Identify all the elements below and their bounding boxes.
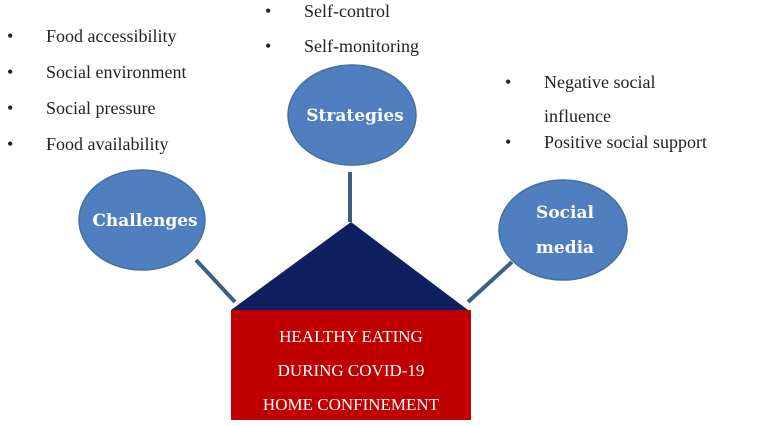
- social-media-list-item: Positive social support: [505, 133, 707, 153]
- challenges-label: Challenges: [92, 211, 197, 231]
- challenges-list-item: Food availability: [7, 135, 186, 155]
- social-media-label-line1: Social: [536, 203, 594, 223]
- center-title-line3: HOME CONFINEMENT: [263, 395, 440, 414]
- house-base: [231, 310, 471, 420]
- center-title-line2: DURING COVID-19: [278, 361, 425, 380]
- strategies-list-item: Self-monitoring: [265, 37, 419, 57]
- challenges-node: [78, 169, 206, 271]
- connector-challenges: [194, 258, 237, 304]
- strategies-list-item: Self-control: [265, 2, 419, 22]
- challenges-list-item: Social environment: [7, 63, 186, 83]
- challenges-list-item: Social pressure: [7, 99, 186, 119]
- house-roof: [231, 222, 468, 310]
- social-media-list: Negative social influence Positive socia…: [505, 65, 707, 168]
- connector-social-media: [466, 260, 514, 304]
- social-media-list-item: Negative social influence: [505, 65, 704, 133]
- social-media-node: [498, 179, 628, 281]
- social-media-label-line2: media: [536, 238, 594, 258]
- strategies-label: Strategies: [306, 106, 404, 126]
- challenges-list: Food accessibility Social environment So…: [7, 27, 186, 171]
- strategies-list: Self-control Self-monitoring: [265, 2, 419, 72]
- center-title-line1: HEALTHY EATING: [279, 327, 423, 346]
- challenges-list-item: Food accessibility: [7, 27, 186, 47]
- strategies-node: [287, 64, 417, 166]
